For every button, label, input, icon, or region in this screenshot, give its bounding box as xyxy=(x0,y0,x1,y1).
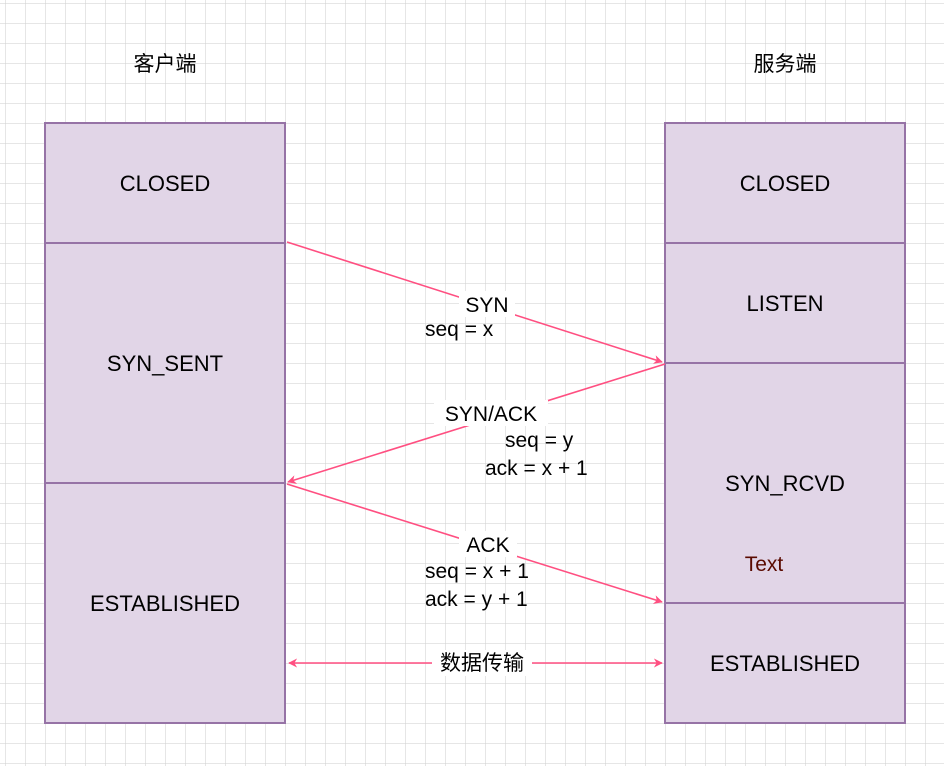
server-state-syn-rcvd-box xyxy=(664,362,906,604)
data-transfer-message: 数据传输 xyxy=(288,650,663,676)
client-title: 客户端 xyxy=(134,52,197,76)
client-state-syn-sent-box xyxy=(44,242,286,484)
server-state-established: ESTABLISHED xyxy=(710,651,860,676)
client-column: CLOSED SYN_SENT ESTABLISHED xyxy=(44,122,286,724)
ack-ack-label: ack = y + 1 xyxy=(425,588,528,611)
synack-label-background xyxy=(434,400,548,426)
syn-label: SYN xyxy=(465,294,508,317)
server-state-closed: CLOSED xyxy=(740,171,830,196)
data-transfer-label-background xyxy=(432,650,532,676)
server-state-listen: LISTEN xyxy=(746,291,823,316)
client-state-closed-box xyxy=(44,122,286,244)
data-transfer-label: 数据传输 xyxy=(440,651,524,675)
synack-message: SYN/ACK seq = y ack = x + 1 xyxy=(287,363,666,484)
server-extra-text-label: Text xyxy=(745,553,784,576)
synack-ack-label: ack = x + 1 xyxy=(485,457,588,480)
synack-seq-label: seq = y xyxy=(505,429,574,452)
client-state-closed: CLOSED xyxy=(120,171,210,196)
syn-message: SYN seq = x xyxy=(286,241,663,364)
client-state-established: ESTABLISHED xyxy=(90,591,240,616)
ack-message: ACK seq = x + 1 ack = y + 1 xyxy=(286,483,663,611)
synack-label: SYN/ACK xyxy=(445,403,537,426)
syn-label-background xyxy=(459,291,515,317)
ack-label-background xyxy=(459,531,517,557)
server-column: CLOSED LISTEN SYN_RCVD Text ESTABLISHED xyxy=(664,122,906,724)
ack-label: ACK xyxy=(466,534,509,557)
server-title: 服务端 xyxy=(754,52,817,76)
client-state-established-box xyxy=(44,482,286,724)
server-state-listen-box xyxy=(664,242,906,364)
server-state-established-box xyxy=(664,602,906,724)
client-state-syn-sent: SYN_SENT xyxy=(107,351,223,376)
server-state-syn-rcvd: SYN_RCVD xyxy=(725,471,845,496)
ack-seq-label: seq = x + 1 xyxy=(425,560,529,583)
server-state-closed-box xyxy=(664,122,906,244)
syn-seq-label: seq = x xyxy=(425,318,494,341)
